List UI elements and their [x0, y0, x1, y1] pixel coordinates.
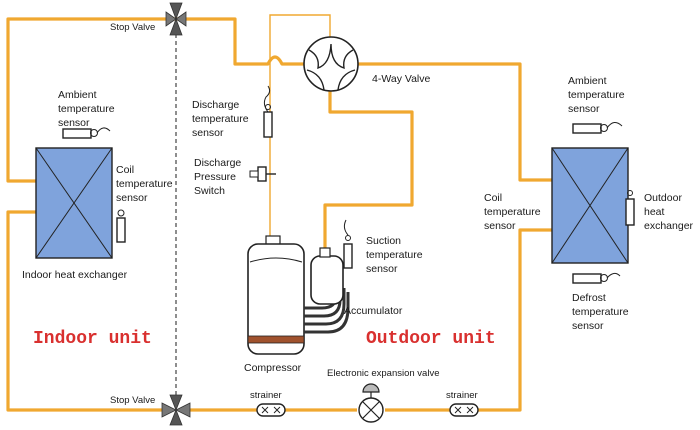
defrost-sensor-label: Defrost temperature sensor: [572, 292, 632, 332]
strainer-right-label: strainer: [446, 390, 478, 401]
indoor-heat-exchanger-label: Indoor heat exchanger: [22, 269, 128, 281]
indoor-unit-label: Indoor unit: [33, 329, 152, 349]
discharge-temp-sensor: [263, 85, 273, 138]
pipe-suction: [323, 90, 414, 250]
suction-temp-sensor: [343, 219, 353, 269]
discharge-temp-sensor-label: Discharge temperature sensor: [192, 99, 252, 139]
defrost-sensor: [572, 272, 621, 284]
outdoor-heat-exchanger-label: Outdoor heat exchanger: [644, 192, 694, 232]
discharge-pressure-switch: [249, 166, 276, 182]
suction-sensor-label: Suction temperature sensor: [366, 235, 426, 275]
indoor-heat-exchanger: [35, 147, 113, 259]
outdoor-coil-sensor-right: [625, 190, 635, 226]
accumulator: [304, 247, 350, 334]
discharge-pressure-switch-label: Discharge Pressure Switch: [194, 157, 244, 197]
strainer-left-label: strainer: [250, 390, 282, 401]
electronic-expansion-valve: [358, 383, 384, 423]
indoor-ambient-sensor: [62, 127, 111, 139]
pipe-top-right: [357, 62, 552, 182]
strainer-left: [256, 403, 286, 417]
accumulator-label: Accumulator: [344, 305, 403, 317]
stop-valve-bottom: [161, 394, 191, 426]
outdoor-ambient-sensor-label: Ambient temperature sensor: [568, 75, 628, 115]
pipe-top-left: [6, 17, 306, 183]
indoor-ambient-sensor-label: Ambient temperature sensor: [58, 89, 118, 129]
stop-valve-top-label: Stop Valve: [110, 22, 155, 33]
strainer-right: [449, 403, 479, 417]
expansion-valve-label: Electronic expansion valve: [327, 368, 439, 379]
pipe-outdoor-return: [478, 228, 552, 412]
compressor: [247, 235, 305, 355]
outdoor-heat-exchanger: [551, 147, 629, 264]
outdoor-ambient-sensor: [572, 122, 623, 134]
outdoor-coil-sensor-label: Coil temperature sensor: [484, 192, 544, 232]
compressor-label: Compressor: [244, 362, 302, 374]
outdoor-unit-label: Outdoor unit: [366, 329, 496, 349]
four-way-valve: [303, 36, 359, 92]
stop-valve-top: [165, 2, 187, 36]
indoor-coil-sensor: [116, 209, 126, 243]
indoor-coil-sensor-label: Coil temperature sensor: [116, 164, 176, 204]
four-way-valve-label: 4-Way Valve: [372, 73, 431, 85]
stop-valve-bottom-label: Stop Valve: [110, 395, 155, 406]
pipe-indoor-lower: [6, 210, 162, 412]
